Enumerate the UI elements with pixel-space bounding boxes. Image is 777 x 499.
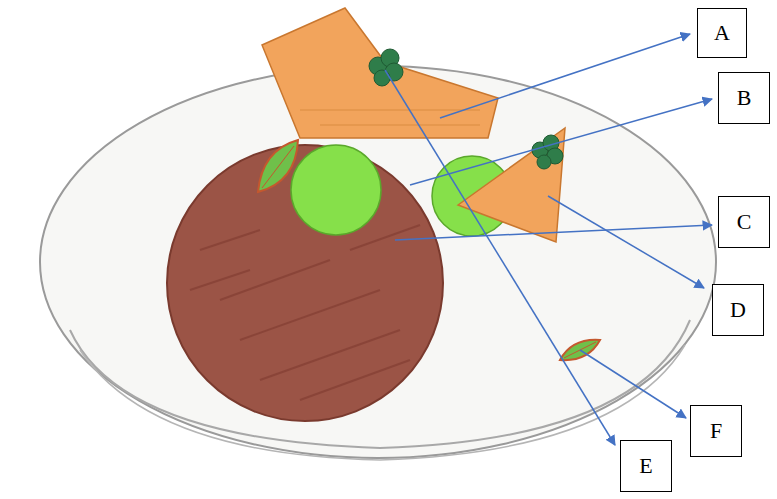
leaf <box>258 140 298 192</box>
meat-texture <box>190 225 420 400</box>
chip-texture <box>300 110 480 125</box>
callout-letter: D <box>730 298 746 322</box>
leader-line <box>548 196 704 288</box>
green-slice <box>291 145 381 235</box>
leader-line <box>410 99 712 185</box>
callout-letter: C <box>737 210 752 234</box>
label-box: F <box>690 405 742 457</box>
label-box: C <box>718 196 770 248</box>
leader-line <box>385 70 615 445</box>
broccoli <box>532 135 563 169</box>
meat-ball <box>167 145 443 421</box>
leader-line <box>395 225 712 240</box>
callout-letter: B <box>737 86 752 110</box>
callout-letter: E <box>639 454 652 478</box>
plate-outer <box>40 66 716 458</box>
label-box: E <box>620 440 672 492</box>
label-box: D <box>712 284 764 336</box>
leader-line <box>440 34 690 118</box>
chip-triangle <box>262 8 498 138</box>
callout-letter: F <box>710 419 722 443</box>
label-box: B <box>718 72 770 124</box>
broccoli <box>369 49 403 86</box>
callout-letter: A <box>714 21 730 45</box>
leader-line <box>580 350 686 418</box>
label-box: A <box>697 8 747 58</box>
